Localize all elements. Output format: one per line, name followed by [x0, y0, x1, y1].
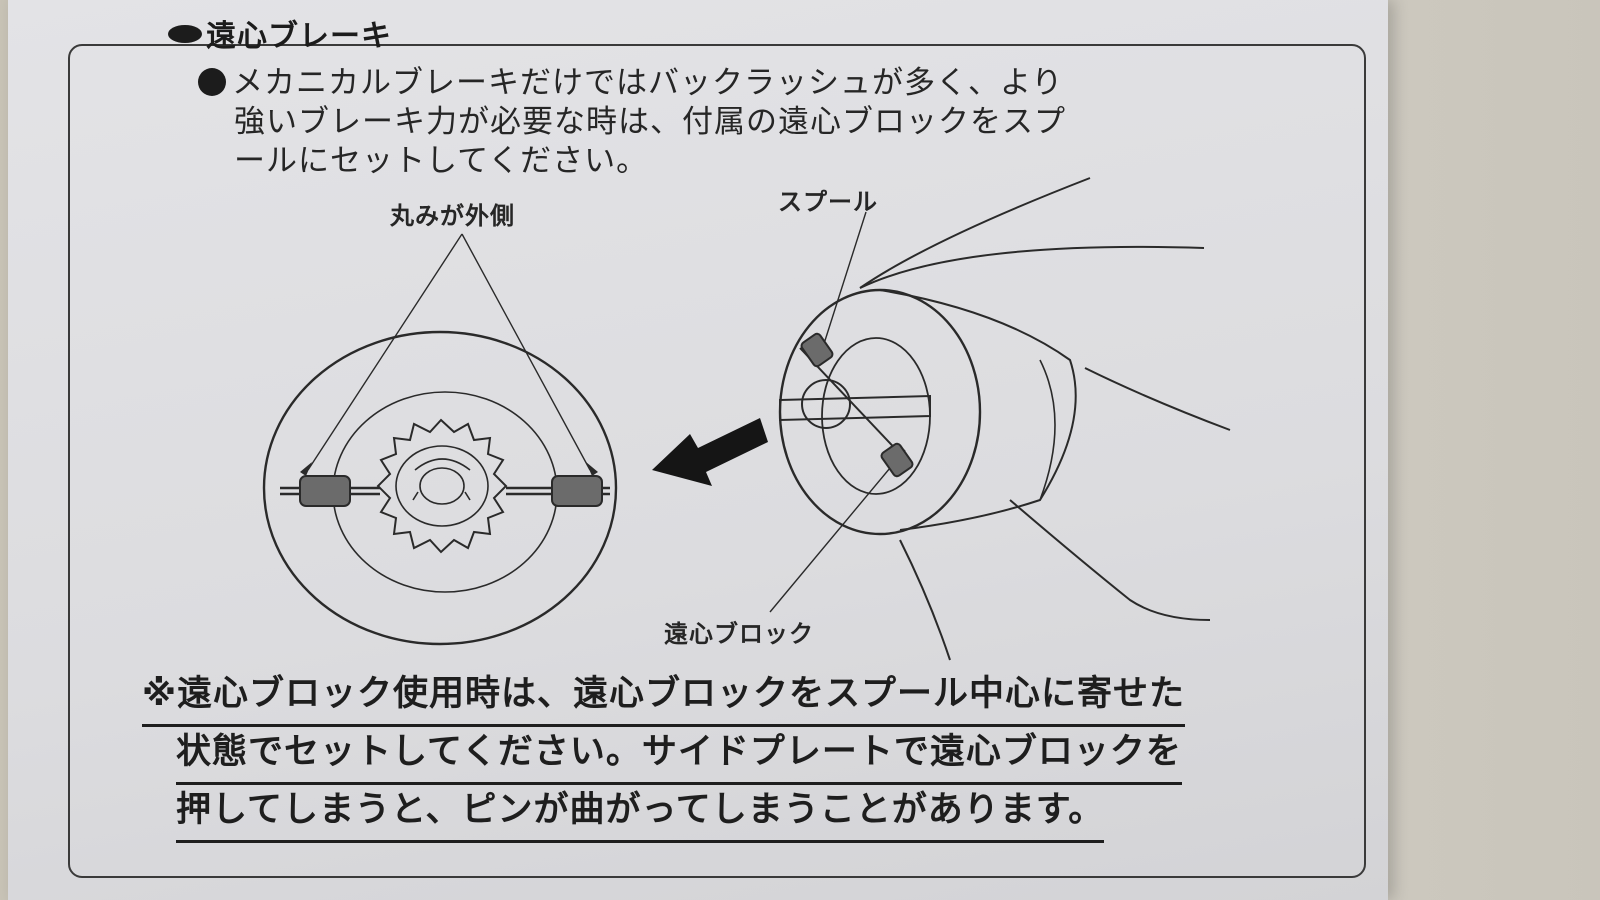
gear-icon [376, 418, 508, 554]
centrifugal-block-top [800, 332, 834, 368]
label-spool: スプール [778, 188, 878, 216]
centrifugal-block-left [299, 475, 351, 507]
section-title: 遠心ブレーキ [168, 16, 392, 58]
note-line-3: 押してしまうと、ピンが曲がってしまうことがあります。 [176, 784, 1105, 843]
content-frame [68, 44, 1366, 878]
spool-gear [801, 379, 851, 429]
label-rounded-outside: 丸みが外側 [390, 202, 515, 230]
spool-shaft [779, 394, 931, 422]
centrifugal-block-right [551, 475, 603, 507]
spool-inner-ring [332, 391, 558, 593]
spool-outer-ring [262, 330, 618, 646]
intro-line-2: 強いブレーキ力が必要な時は、付属の遠心ブロックをスプ [234, 104, 1066, 140]
intro-text: メカニカルブレーキだけではバックラッシュが多く、より 強いブレーキ力が必要な時は… [198, 64, 1218, 181]
section-title-text: 遠心ブレーキ [206, 19, 392, 54]
bullet-dot-icon [198, 68, 226, 96]
spool-flange [778, 288, 982, 536]
intro-line-3: ールにセットしてください。 [234, 143, 649, 179]
caution-note: ※遠心ブロック使用時は、遠心ブロックをスプール中心に寄せた 状態でセットしてくだ… [142, 668, 1302, 843]
note-line-1: ※遠心ブロック使用時は、遠心ブロックをスプール中心に寄せた [142, 668, 1186, 727]
label-centrifugal-block: 遠心ブロック [664, 620, 814, 648]
intro-line-1: メカニカルブレーキだけではバックラッシュが多く、より [232, 65, 1064, 101]
note-line-2: 状態でセットしてください。サイドプレートで遠心ブロックを [176, 726, 1182, 785]
centrifugal-block-bottom [880, 442, 914, 478]
arrow-left-icon [652, 418, 768, 486]
bullet-icon [168, 25, 202, 43]
